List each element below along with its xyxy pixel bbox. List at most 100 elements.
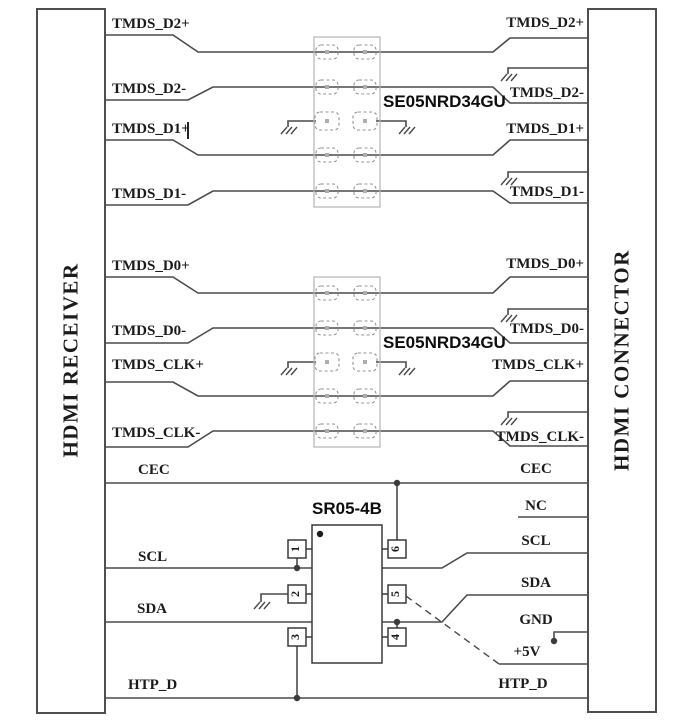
label-right-tmds-d1-minus: TMDS_D1- xyxy=(509,184,584,200)
ic-pad-number-mark xyxy=(325,394,329,398)
sr05-pin3-box xyxy=(287,627,307,647)
ic-pad xyxy=(315,44,339,60)
hdmi-receiver-box xyxy=(36,8,106,714)
ic-pad-number-mark xyxy=(363,119,367,123)
label-right-5v: +5V xyxy=(513,644,541,660)
hdmi-connector-title: HDMI CONNECTOR xyxy=(609,249,634,471)
wire-scl xyxy=(106,552,587,569)
ic-pad-number-mark xyxy=(363,85,367,89)
wire-tmds-d0-plus xyxy=(106,276,587,294)
label-right-htpd: HTP_D xyxy=(498,676,548,692)
ground-symbol xyxy=(500,314,518,323)
label-right-tmds-d0-plus: TMDS_D0+ xyxy=(506,256,584,272)
wire-tmds-d2-plus xyxy=(106,34,587,53)
label-right-tmds-d2-minus: TMDS_D2- xyxy=(509,85,584,101)
ic-pad-number-mark xyxy=(325,50,329,54)
label-left-tmds-d0-minus: TMDS_D0- xyxy=(112,323,187,339)
ic-pad xyxy=(315,183,339,199)
sr05-pin1-box xyxy=(287,539,307,559)
ic-pad-number-mark xyxy=(363,394,367,398)
ic-pad-number-mark xyxy=(325,189,329,193)
wire-tmds-d2-minus xyxy=(106,86,587,104)
label-left-tmds-d2-plus: TMDS_D2+ xyxy=(112,16,190,32)
ic-outlines xyxy=(313,36,381,448)
ic1-outline xyxy=(313,36,381,208)
ic-pad xyxy=(315,147,339,163)
ic-pad-number-mark xyxy=(325,119,329,123)
wire-d0-shield xyxy=(507,308,587,315)
ic-pad xyxy=(353,44,377,60)
sr05-pin-stubs xyxy=(306,548,388,638)
ic-pad-number-mark xyxy=(363,429,367,433)
label-left-sda: SDA xyxy=(137,601,168,617)
wire-tmds-d1-minus xyxy=(106,190,587,206)
wire-d2-shield xyxy=(507,67,587,74)
label-left-cec: CEC xyxy=(138,462,170,478)
sr05-pin2-number: 2 xyxy=(288,591,302,597)
ic-pad xyxy=(353,320,377,336)
wire-sr05-pin5-to-5v-dashed xyxy=(405,595,500,665)
wire-sr05-pin2-gnd xyxy=(260,593,288,602)
wire-tmds-clk-plus xyxy=(106,380,587,397)
cursor-artifact xyxy=(187,122,189,139)
wire-ic2-gnd-left xyxy=(287,361,316,368)
label-left-tmds-d2-minus: TMDS_D2- xyxy=(112,81,187,97)
sr05-pin4-box xyxy=(387,627,407,647)
ic-pad xyxy=(315,320,339,336)
ic-pad-number-mark xyxy=(363,326,367,330)
ground-symbol xyxy=(500,73,518,82)
label-left-tmds-d1-plus: TMDS_D1+ xyxy=(112,121,190,137)
ground-symbol xyxy=(398,126,416,135)
label-left-tmds-d1-minus: TMDS_D1- xyxy=(112,186,187,202)
ic-pad xyxy=(315,423,339,439)
ic2-label: SE05NRD34GU xyxy=(383,333,506,352)
label-right-tmds-d2-plus: TMDS_D2+ xyxy=(506,15,584,31)
sr05-label: SR05-4B xyxy=(312,499,382,518)
ic-pad-number-mark xyxy=(363,360,367,364)
wire-gnd xyxy=(553,631,587,639)
ic-pad xyxy=(314,352,340,372)
ic-pad xyxy=(353,388,377,404)
sr05-pin6-number: 6 xyxy=(388,546,402,552)
sr05-pin1-indicator-dot xyxy=(316,530,324,538)
junction-dot xyxy=(550,637,558,645)
ic-pad xyxy=(352,352,378,372)
ic-pads xyxy=(314,44,378,439)
label-left-tmds-clk-minus: TMDS_CLK- xyxy=(112,425,201,441)
label-left-tmds-d0-plus: TMDS_D0+ xyxy=(112,258,190,274)
ground-symbol xyxy=(500,417,518,426)
ic-pad-number-mark xyxy=(363,153,367,157)
wire-ic2-gnd-right xyxy=(376,361,407,368)
label-right-nc: NC xyxy=(525,498,547,514)
label-right-tmds-d0-minus: TMDS_D0- xyxy=(509,321,584,337)
ground-symbol xyxy=(398,367,416,376)
wire-ic1-gnd-right xyxy=(376,120,407,127)
ic-pad-number-mark xyxy=(325,153,329,157)
wire-ic1-gnd-left xyxy=(287,120,316,127)
label-right-tmds-clk-plus: TMDS_CLK+ xyxy=(492,357,584,373)
wire-tmds-clk-minus xyxy=(106,430,587,448)
junction-dots xyxy=(293,479,558,702)
sr05-package xyxy=(287,524,407,664)
ic1-label: SE05NRD34GU xyxy=(383,92,506,111)
sr05-pin4-number: 4 xyxy=(388,634,402,640)
hdmi-connector-box xyxy=(587,8,657,713)
ic-pad xyxy=(353,147,377,163)
ground-symbol xyxy=(280,367,298,376)
ground-symbols xyxy=(253,73,518,610)
label-left-scl: SCL xyxy=(138,549,168,565)
ic-pad-number-mark xyxy=(363,189,367,193)
label-right-cec: CEC xyxy=(520,461,552,477)
ic-pad-number-mark xyxy=(325,326,329,330)
wires xyxy=(106,34,587,699)
label-right-tmds-d1-plus: TMDS_D1+ xyxy=(506,121,584,137)
sr05-body xyxy=(311,524,383,664)
wire-tmds-d0-minus xyxy=(106,327,587,344)
sr05-pin3-number: 3 xyxy=(288,634,302,640)
ground-symbol xyxy=(280,126,298,135)
ic-pad xyxy=(353,423,377,439)
ic-pad xyxy=(315,285,339,301)
label-right-gnd: GND xyxy=(519,612,553,628)
